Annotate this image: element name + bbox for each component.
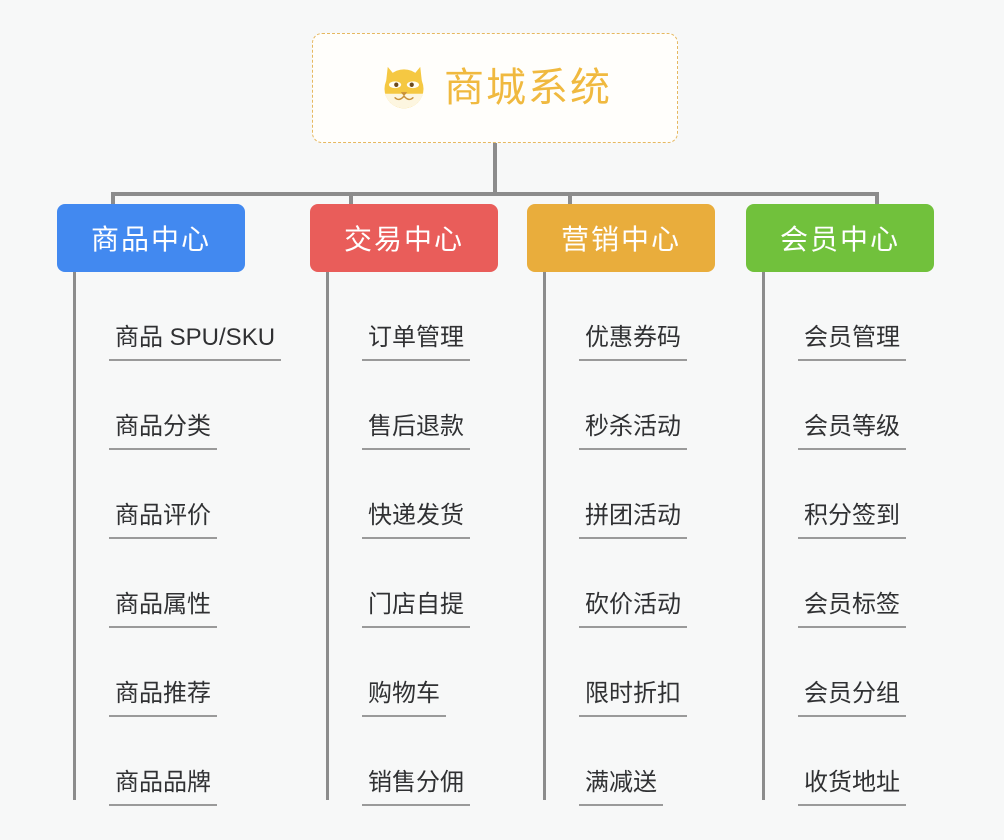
leaf-node[interactable]: 售后退款 [326, 361, 498, 450]
leaf-node-label: 商品分类 [109, 415, 217, 450]
leaf-node-label: 销售分佣 [362, 771, 470, 806]
leaf-node-label: 收货地址 [798, 771, 906, 806]
category-header-label: 交易中心 [343, 224, 464, 255]
category-header-3[interactable]: 会员中心 [746, 204, 934, 272]
leaf-node[interactable]: 商品 SPU/SKU [73, 272, 285, 361]
leaf-node[interactable]: 商品属性 [73, 539, 285, 628]
leaf-node-label: 快递发货 [362, 504, 470, 539]
category-items-1: 订单管理售后退款快递发货门店自提购物车销售分佣 [310, 272, 498, 806]
connector-drop-1 [111, 192, 115, 206]
category-items-0: 商品 SPU/SKU 商品分类商品评价商品属性商品推荐商品品牌 [57, 272, 285, 806]
connector-root-stem [493, 143, 497, 196]
category-header-label: 商品中心 [90, 224, 211, 255]
leaf-node[interactable]: 满减送 [543, 717, 715, 806]
root-node-title: 商城系统 [444, 66, 612, 110]
leaf-node-label: 商品属性 [109, 593, 217, 628]
leaf-node-label: 满减送 [579, 771, 663, 806]
leaf-node[interactable]: 商品品牌 [73, 717, 285, 806]
category-column-1: 交易中心订单管理售后退款快递发货门店自提购物车销售分佣 [310, 204, 498, 806]
leaf-node[interactable]: 限时折扣 [543, 628, 715, 717]
leaf-node[interactable]: 会员管理 [762, 272, 934, 361]
category-column-3: 会员中心会员管理会员等级积分签到会员标签会员分组收货地址 [746, 204, 934, 806]
category-rail-0 [73, 272, 76, 800]
leaf-node-label: 购物车 [362, 682, 446, 717]
connector-horizontal-bus [111, 192, 879, 196]
category-rail-3 [762, 272, 765, 800]
category-items-2: 优惠券码秒杀活动拼团活动砍价活动限时折扣满减送 [527, 272, 715, 806]
leaf-node-label: 会员标签 [798, 593, 906, 628]
leaf-node[interactable]: 购物车 [326, 628, 498, 717]
leaf-node[interactable]: 优惠券码 [543, 272, 715, 361]
category-rail-1 [326, 272, 329, 800]
leaf-node-label: 拼团活动 [579, 504, 687, 539]
category-header-1[interactable]: 交易中心 [310, 204, 498, 272]
category-header-2[interactable]: 营销中心 [527, 204, 715, 272]
leaf-node[interactable]: 快递发货 [326, 450, 498, 539]
category-header-label: 营销中心 [560, 224, 681, 255]
connector-drop-4 [875, 192, 879, 206]
leaf-node[interactable]: 商品推荐 [73, 628, 285, 717]
connector-drop-3 [568, 192, 572, 206]
leaf-node-label: 订单管理 [362, 326, 470, 361]
category-rail-2 [543, 272, 546, 800]
leaf-node-label: 积分签到 [798, 504, 906, 539]
leaf-node[interactable]: 会员分组 [762, 628, 934, 717]
leaf-node[interactable]: 销售分佣 [326, 717, 498, 806]
leaf-node-label: 限时折扣 [579, 682, 687, 717]
leaf-node-label: 会员分组 [798, 682, 906, 717]
leaf-node[interactable]: 商品评价 [73, 450, 285, 539]
leaf-node-label: 会员管理 [798, 326, 906, 361]
leaf-node-label: 售后退款 [362, 415, 470, 450]
leaf-node[interactable]: 砍价活动 [543, 539, 715, 628]
leaf-node[interactable]: 收货地址 [762, 717, 934, 806]
leaf-node[interactable]: 会员等级 [762, 361, 934, 450]
leaf-node[interactable]: 商品分类 [73, 361, 285, 450]
leaf-node-label: 优惠券码 [579, 326, 687, 361]
leaf-node-label: 会员等级 [798, 415, 906, 450]
category-items-3: 会员管理会员等级积分签到会员标签会员分组收货地址 [746, 272, 934, 806]
leaf-node[interactable]: 门店自提 [326, 539, 498, 628]
leaf-node[interactable]: 秒杀活动 [543, 361, 715, 450]
category-column-0: 商品中心商品 SPU/SKU 商品分类商品评价商品属性商品推荐商品品牌 [57, 204, 285, 806]
category-header-0[interactable]: 商品中心 [57, 204, 245, 272]
leaf-node[interactable]: 拼团活动 [543, 450, 715, 539]
leaf-node[interactable]: 积分签到 [762, 450, 934, 539]
root-node-shop-system[interactable]: 商城系统 [312, 33, 678, 143]
connector-drop-2 [349, 192, 353, 206]
leaf-node-label: 秒杀活动 [579, 415, 687, 450]
leaf-node-label: 砍价活动 [579, 593, 687, 628]
leaf-node-label: 商品评价 [109, 504, 217, 539]
category-header-label: 会员中心 [779, 224, 900, 255]
leaf-node-label: 门店自提 [362, 593, 470, 628]
leaf-node[interactable]: 会员标签 [762, 539, 934, 628]
leaf-node-label: 商品品牌 [109, 771, 217, 806]
shiba-dog-face-icon [384, 66, 424, 111]
leaf-node-label: 商品 SPU/SKU [109, 326, 282, 361]
leaf-node-label: 商品推荐 [109, 682, 217, 717]
category-column-2: 营销中心优惠券码秒杀活动拼团活动砍价活动限时折扣满减送 [527, 204, 715, 806]
leaf-node[interactable]: 订单管理 [326, 272, 498, 361]
